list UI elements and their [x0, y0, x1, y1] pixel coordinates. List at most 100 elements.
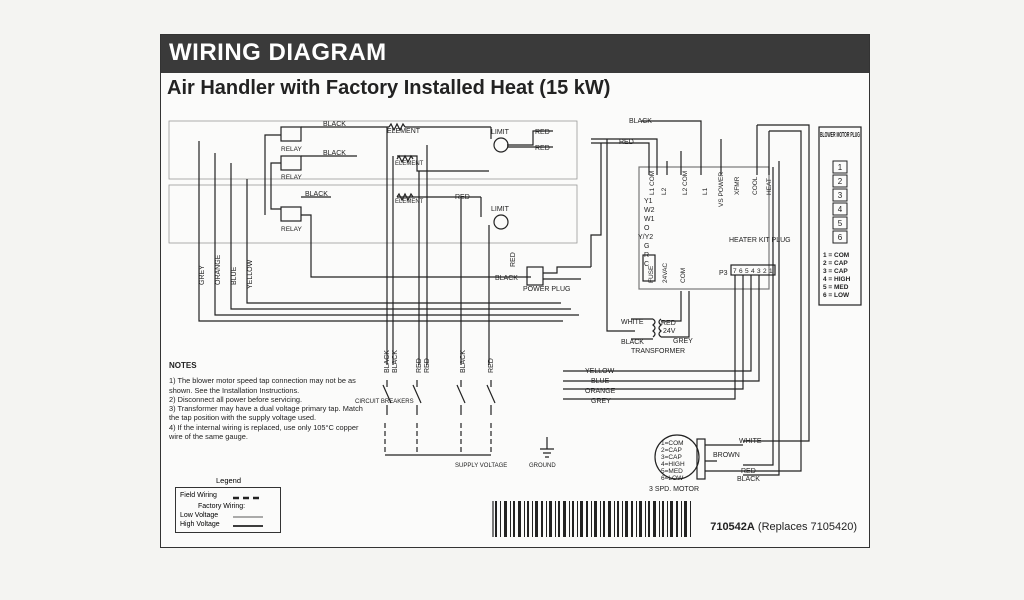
label-heater-kit-plug: HEATER KIT PLUG: [729, 237, 791, 244]
label-relay-2: RELAY: [281, 174, 302, 181]
motor-key-4: 4=HIGH: [661, 461, 685, 468]
note-4: 4) If the internal wiring is replaced, u…: [169, 422, 359, 442]
blower-plug-key-6: 6 = LOW: [823, 292, 850, 299]
heater-element-box-2: [168, 184, 578, 244]
blower-plug-pin-box-5: [832, 216, 848, 230]
label-yellow-vertical: YELLOW: [247, 259, 254, 289]
label-24v: 24V: [663, 328, 676, 335]
label-element-3: ELEMENT: [395, 199, 424, 205]
note-2: 2) Disconnect all power before servicing…: [169, 394, 303, 404]
label-brown: BROWN: [713, 452, 740, 459]
part-number-code: 710542A: [710, 521, 755, 533]
label-black-1: BLACK: [323, 121, 346, 128]
blower-plug-key-5: 5 = MED: [823, 284, 849, 291]
label-red-5: RED: [661, 320, 676, 327]
blower-plug-pin-5: 5: [838, 219, 843, 228]
legend-factory-wiring: Factory Wiring:: [198, 503, 246, 510]
label-red-v4: RED: [510, 252, 517, 267]
blower-plug-pin-1: 1: [838, 163, 843, 172]
label-black-v1: BLACK: [384, 350, 391, 373]
terminal-l2-com: L2 COM: [682, 171, 689, 195]
label-blue: BLUE: [591, 378, 610, 385]
label-black-6: BLACK: [621, 339, 644, 346]
blower-plug-title: BLOWER MOTOR PLUG: [820, 130, 860, 139]
blower-plug-pin-box-3: [832, 188, 848, 202]
blower-plug-key-1: 1 = COM: [823, 252, 849, 259]
limit-switch-2: [493, 214, 509, 230]
label-element-2: ELEMENT: [395, 161, 424, 167]
label-transformer: TRANSFORMER: [631, 348, 685, 355]
p3-pin-5: 5: [745, 268, 749, 275]
label-grey-vertical: GREY: [199, 265, 206, 285]
heater-element-box-1: [168, 120, 578, 180]
barcode: [495, 501, 691, 537]
blower-plug-pin-box-4: [832, 202, 848, 216]
part-number-replaces: (Replaces 7105420): [757, 521, 857, 533]
blower-plug-pin-3: 3: [838, 191, 843, 200]
label-red-6: RED: [741, 468, 756, 475]
terminal-r: R: [644, 252, 649, 259]
terminal-l1: L1: [702, 187, 709, 195]
blower-plug-pin-box-6: [832, 230, 848, 244]
legend-low-voltage: Low Voltage: [180, 512, 219, 519]
label-black-7: BLACK: [737, 476, 760, 483]
motor-key-1: 1=COM: [661, 440, 684, 447]
motor-key-5: 5=MED: [661, 468, 683, 475]
p3-pin-7: 7: [733, 268, 737, 275]
heater-kit-plug: [730, 264, 776, 276]
label-black-v3: BLACK: [460, 350, 467, 373]
label-com: COM: [680, 268, 687, 283]
notes-title: NOTES: [169, 361, 197, 370]
label-limit-1: LIMIT: [491, 129, 510, 136]
terminal-l2: L2: [661, 187, 668, 195]
terminal-c: C: [644, 261, 649, 268]
legend-high-voltage: High Voltage: [180, 521, 220, 528]
label-black-5: BLACK: [495, 275, 518, 282]
label-black-3: BLACK: [305, 191, 328, 198]
label-blue-vertical: BLUE: [231, 266, 238, 285]
limit-switch-1: [493, 137, 509, 153]
label-grey-1: GREY: [673, 338, 693, 345]
label-grey-2: GREY: [591, 398, 611, 405]
label-red-3: RED: [455, 194, 470, 201]
label-red-2: RED: [535, 145, 550, 152]
element-1: [388, 122, 406, 132]
label-p3: P3: [719, 270, 728, 277]
motor-key-6: 6=LOW: [661, 475, 684, 482]
label-relay-3: RELAY: [281, 226, 302, 233]
label-yellow: YELLOW: [585, 368, 615, 375]
notes-section: NOTES 1) The blower motor speed tap conn…: [169, 361, 369, 441]
blower-motor: [654, 434, 700, 480]
terminal-w1: W1: [644, 216, 655, 223]
page-subtitle: Air Handler with Factory Installed Heat …: [167, 77, 611, 99]
blower-plug-key-3: 3 = CAP: [823, 268, 848, 275]
p3-pin-4: 4: [751, 268, 755, 275]
label-red-v1: RED: [416, 358, 423, 373]
relay-2: [280, 155, 302, 171]
blower-motor-plug-frame: [818, 126, 862, 306]
part-number: 710542A (Replaces 7105420): [710, 521, 857, 533]
label-red-v3: RED: [488, 358, 495, 373]
p3-pin-6: 6: [739, 268, 743, 275]
label-orange-vertical: ORANGE: [215, 254, 222, 285]
blower-plug-pin-box-2: [832, 174, 848, 188]
terminal-y-y2: Y/Y2: [638, 234, 653, 241]
terminal-l1-com: L1 COM: [649, 171, 656, 195]
terminal-w2: W2: [644, 207, 655, 214]
note-3: 3) Transformer may have a dual voltage p…: [169, 404, 363, 423]
relay-1: [280, 126, 302, 142]
label-limit-2: LIMIT: [491, 206, 510, 213]
schematic-drawing: BLACK BLACK BLACK ELEMENT ELEMENT ELEMEN…: [168, 118, 862, 537]
terminal-heat: HEAT: [766, 178, 773, 195]
control-board: [638, 166, 770, 290]
legend-field-wiring: Field Wiring: [180, 492, 217, 499]
label-motor: 3 SPD. MOTOR: [649, 486, 699, 493]
label-black-2: BLACK: [323, 150, 346, 157]
label-24vac: 24VAC: [662, 263, 669, 283]
label-circuit-breakers: CIRCUIT BREAKERS: [355, 399, 414, 405]
terminal-y1: Y1: [644, 198, 653, 205]
title-banner: WIRING DIAGRAM: [161, 35, 869, 73]
blower-plug-key-4: 4 = HIGH: [823, 276, 851, 283]
terminal-cool: COOL: [752, 176, 759, 195]
label-power-plug: POWER PLUG: [523, 286, 570, 293]
